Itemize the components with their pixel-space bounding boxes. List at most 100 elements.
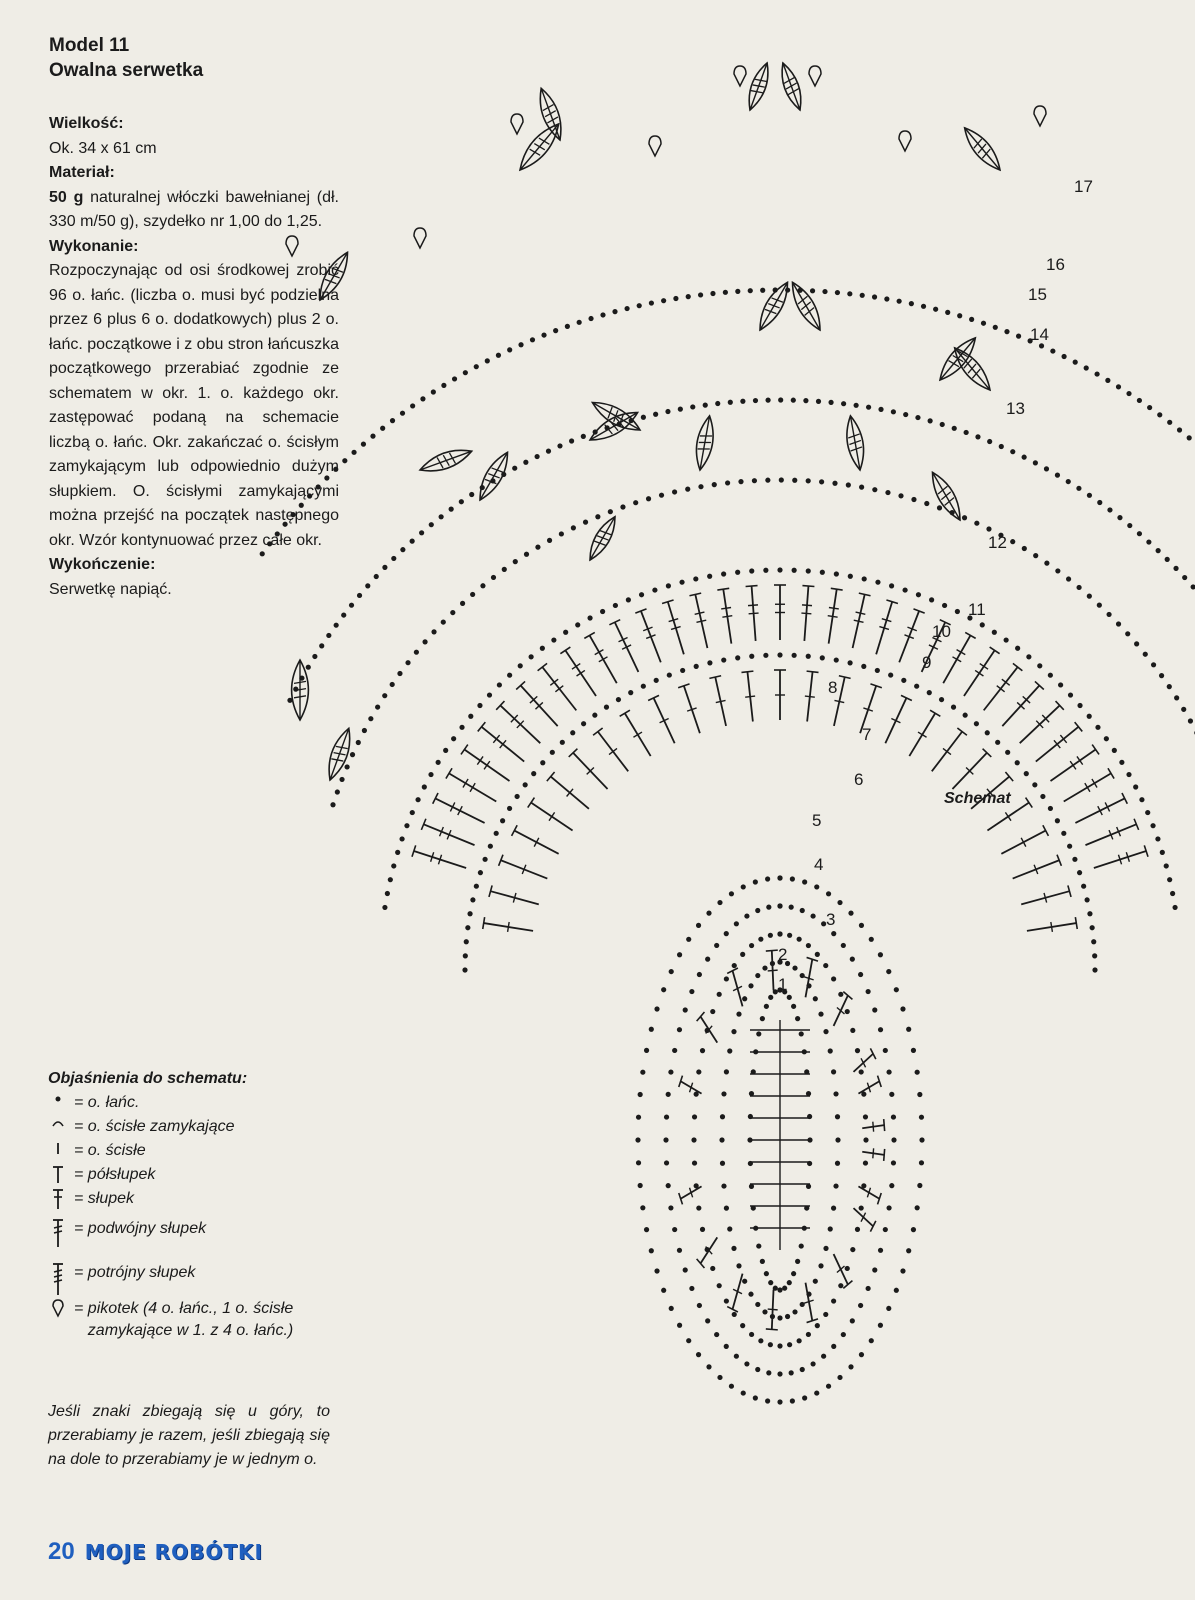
chain-dot — [758, 1338, 764, 1344]
chain-dot — [380, 425, 386, 431]
pattern-instructions: Model 11 Owalna serwetka Wielkość: Ok. 3… — [49, 34, 339, 602]
leaf-cross-bar — [849, 439, 862, 446]
leaf-outline — [846, 414, 865, 472]
chain-dot — [1092, 953, 1098, 959]
chain-dot — [716, 1283, 722, 1289]
chain-dot — [361, 727, 368, 734]
leaf-cross-bar — [607, 406, 613, 419]
chain-dot — [677, 406, 683, 412]
chain-dot — [890, 1114, 897, 1120]
chain-dot — [653, 411, 659, 417]
chain-dot — [507, 672, 513, 678]
chain-dot — [768, 1280, 774, 1286]
chain-dot — [333, 622, 339, 628]
stitch-top-bar — [765, 1328, 778, 1331]
chain-dot — [557, 443, 563, 449]
chain-dot — [719, 1160, 726, 1166]
stitch-cross-bar — [891, 717, 901, 724]
chain-dot — [448, 506, 454, 512]
chain-dot — [748, 1291, 754, 1297]
chain-dot — [918, 1114, 925, 1120]
stitch-cross-bar — [974, 669, 984, 677]
leaf-outline — [479, 450, 509, 502]
chain-dot — [841, 401, 847, 407]
stitch-top-bar — [481, 917, 486, 930]
chain-dot — [777, 567, 783, 573]
stitch-top-bar — [741, 670, 754, 674]
stitch-cross-bar — [705, 1025, 713, 1034]
stitch-cross-bar — [492, 734, 501, 744]
magazine-logo: MOJE ROBÓTKI — [84, 1540, 263, 1564]
joining-note: Jeśli znaki zbiegają się u góry, to prze… — [48, 1403, 330, 1468]
leaf-cluster — [328, 726, 351, 782]
chain-dot — [819, 479, 825, 485]
chain-dot — [831, 1298, 837, 1304]
legend-item-triple-treble: = potrójny słupek — [48, 1262, 338, 1296]
chain-dot — [387, 877, 393, 883]
chain-dot — [1136, 397, 1143, 404]
stitch-top-bar — [1143, 845, 1149, 857]
stitch-cross-bar — [457, 805, 463, 816]
chain-dot — [848, 1364, 854, 1370]
round-number-label: 13 — [1006, 399, 1025, 418]
treble-crochet-icon — [48, 1218, 68, 1248]
chain-dot — [777, 903, 783, 909]
chain-dot — [795, 1016, 801, 1022]
chain-dot — [858, 971, 864, 978]
chain-dot — [413, 649, 419, 655]
stitch-top-bar — [1042, 824, 1050, 837]
chain-dot — [755, 907, 761, 914]
chain-dot — [719, 1137, 725, 1143]
stitch-top-bar — [661, 599, 674, 605]
chain-dot — [1065, 478, 1071, 485]
stitch-cross-bar — [549, 678, 559, 686]
chain-dot — [399, 410, 406, 416]
chain-dot — [668, 1069, 674, 1075]
chain-dot — [691, 1137, 697, 1143]
chain-dot — [984, 730, 990, 736]
leaf-cluster — [846, 414, 865, 472]
chain-dot — [1139, 797, 1145, 803]
chain-dot — [777, 987, 783, 993]
chain-dot — [821, 921, 827, 927]
stitch-top-bar — [677, 1075, 684, 1088]
chain-dot — [588, 315, 594, 322]
chain-dot — [986, 526, 992, 532]
stitch-top-bar — [876, 1192, 883, 1205]
stitch-cross-bar — [881, 617, 892, 623]
chain-dot — [805, 1331, 812, 1338]
chain-dot — [710, 1265, 716, 1272]
chain-dot — [871, 294, 878, 300]
legend-text: o. ścisłe — [87, 1142, 146, 1159]
stitch-top-bar — [546, 771, 556, 782]
chain-dot — [833, 1091, 839, 1097]
chain-dot — [902, 587, 908, 593]
finishing-text: Serwetkę napiąć. — [49, 580, 172, 598]
chain-dot — [435, 759, 441, 765]
stitch-cross-bar — [1022, 695, 1031, 704]
chain-dot — [531, 771, 537, 777]
chain-dot — [792, 965, 798, 971]
stitch-top-bar — [1034, 680, 1045, 691]
chain-dot — [765, 1398, 771, 1404]
chain-dot — [697, 292, 704, 298]
legend-item-single-crochet: = o. ścisłe — [48, 1140, 338, 1162]
chain-dot — [671, 489, 678, 495]
chain-dot — [685, 294, 691, 300]
chain-dot — [1115, 621, 1122, 627]
leaf-cross-bar — [491, 467, 504, 473]
stitch-cross-bar — [659, 717, 669, 724]
chain-dot — [819, 569, 825, 575]
chain-dot — [872, 1007, 878, 1013]
chain-dot — [832, 480, 838, 486]
chain-dot — [1150, 662, 1157, 668]
chain-dot — [450, 609, 456, 616]
chain-dot — [987, 438, 993, 445]
picot-icon — [48, 1298, 68, 1318]
chain-dot — [1092, 967, 1098, 973]
chain-dot — [762, 965, 768, 971]
leaf-cross-bar — [529, 148, 541, 156]
chain-dot — [823, 1245, 829, 1251]
chain-dot — [612, 602, 618, 609]
